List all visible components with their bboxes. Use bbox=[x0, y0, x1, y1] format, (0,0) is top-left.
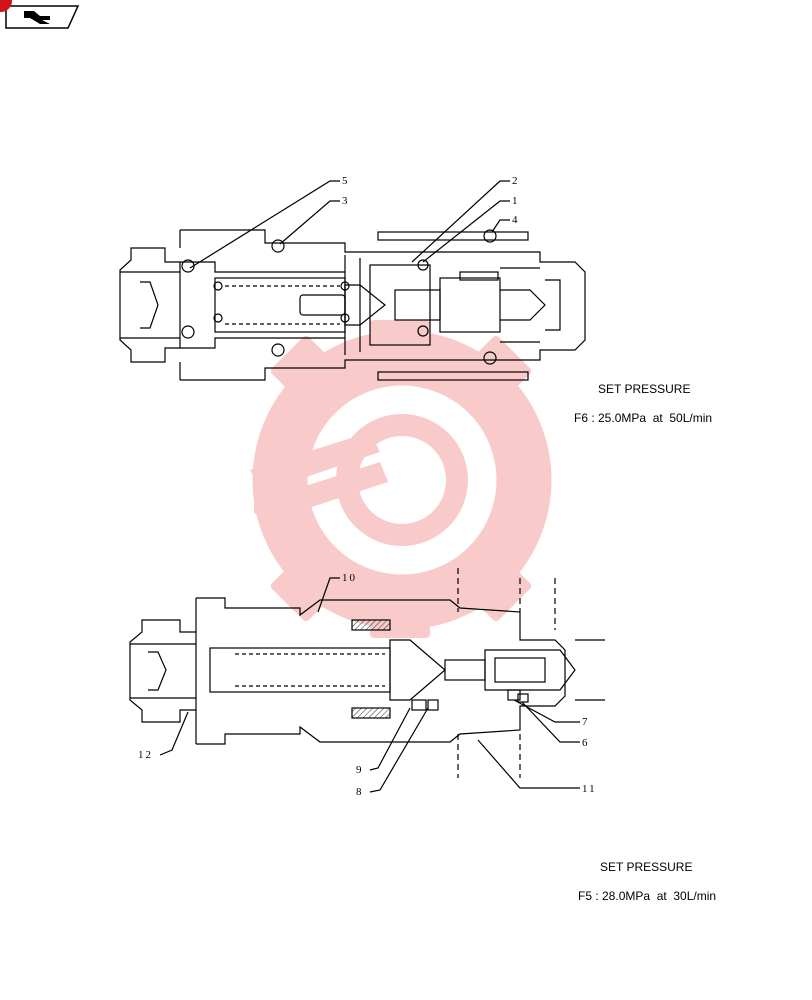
callout-4: 4 bbox=[512, 214, 520, 226]
bottom-set-pressure-value: F5 : 28.0MPa at 30L/min bbox=[578, 889, 717, 903]
return-arrow-icon bbox=[5, 5, 80, 29]
callout-7: 7 bbox=[582, 716, 590, 728]
gear-wrench-logo bbox=[250, 320, 552, 638]
callout-9: 9 bbox=[356, 764, 364, 776]
callout-12: 12 bbox=[138, 749, 153, 761]
back-nav-tab[interactable] bbox=[0, 0, 82, 32]
bottom-set-pressure-title: SET PRESSURE bbox=[600, 860, 693, 874]
callout-1: 1 bbox=[512, 195, 520, 207]
callout-5: 5 bbox=[342, 175, 350, 187]
top-set-pressure-value: F6 : 25.0MPa at 50L/min bbox=[574, 411, 713, 425]
callout-3: 3 bbox=[342, 195, 350, 207]
callout-2: 2 bbox=[512, 175, 520, 187]
top-valve bbox=[119, 180, 586, 381]
callout-11: 11 bbox=[582, 783, 597, 795]
top-set-pressure-title: SET PRESSURE bbox=[598, 382, 691, 396]
callout-6: 6 bbox=[582, 737, 590, 749]
bottom-valve bbox=[129, 568, 605, 793]
callout-10: 10 bbox=[342, 572, 357, 584]
callout-8: 8 bbox=[356, 786, 364, 798]
